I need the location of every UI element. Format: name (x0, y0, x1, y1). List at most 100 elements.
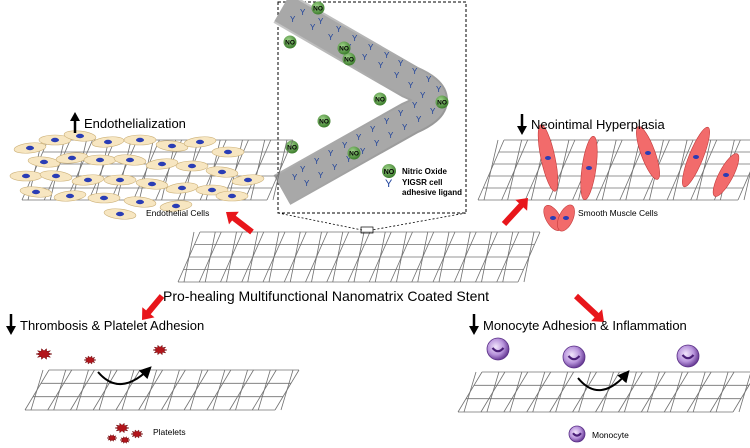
smooth-muscle-cell (712, 153, 740, 197)
endothelial-cell (13, 142, 47, 154)
central-stent-mesh (177, 231, 541, 283)
endothelial-cell (63, 130, 97, 142)
endothelial-cells (9, 130, 265, 220)
platelet (106, 434, 118, 442)
red-arrows (142, 198, 604, 322)
endothelial-cell (19, 186, 53, 198)
smooth-muscle-cells (537, 124, 740, 232)
ligand-icon: Y (314, 157, 320, 166)
endothelial-mesh (21, 139, 294, 201)
smooth-muscle-mesh (477, 139, 750, 201)
endothelialization-title: Endothelialization (84, 116, 186, 131)
svg-text:NO: NO (437, 100, 447, 107)
ligand-icon: Y (328, 33, 334, 42)
platelet-curved-arrow (97, 366, 152, 386)
ligand-icon: Y (384, 117, 390, 126)
thrombosis-title: Thrombosis & Platelet Adhesion (20, 318, 205, 333)
ligand-icon: Y (430, 107, 436, 116)
ligand-icon: Y (420, 91, 426, 100)
platelet (114, 422, 130, 434)
endothelial-cell (87, 192, 121, 204)
down-arrow-icon (517, 114, 527, 135)
monocyte-curved-arrow (577, 370, 630, 392)
ligand-icon: Y (436, 85, 442, 94)
ligand-icon: Y (408, 81, 414, 90)
endothelial-cell (103, 174, 137, 186)
main-title: Pro-healing Multifunctional Nanomatrix C… (163, 288, 490, 304)
ligand-icon: Y (318, 17, 324, 26)
endothelial-cell (215, 190, 249, 202)
down-arrow-icon (6, 314, 16, 335)
endothelial-cell (175, 160, 209, 172)
legend-no-icon: NO (382, 164, 396, 178)
svg-text:NO: NO (384, 169, 395, 176)
ligand-icon: Y (310, 23, 316, 32)
ligand-icon: Y (300, 8, 306, 17)
smooth-muscle-cells-label: Smooth Muscle Cells (578, 208, 658, 218)
ligand-icon: Y (304, 179, 310, 188)
ligand-icon: Y (318, 171, 324, 180)
platelet (83, 355, 97, 365)
endothelial-cells-label: Endothelial Cells (146, 208, 210, 218)
endothelial-cell (205, 166, 239, 178)
ligand-icon: Y (352, 34, 358, 43)
platelet (130, 429, 144, 439)
endothelial-cell (71, 174, 105, 186)
ligand-icon: Y (362, 53, 368, 62)
endothelial-cell (165, 182, 199, 194)
endothelial-cell (183, 136, 217, 148)
platelets-label: Platelets (153, 427, 186, 437)
endothelial-cell (103, 208, 137, 220)
smooth-muscle-cell (682, 126, 710, 188)
inset-zoom-box: YYYYYYYYYYYYYYYYYYYYYYYYYYYYYYYYYYYYYYYY… (273, 0, 467, 234)
ligand-icon: Y (398, 109, 404, 118)
yigsr-ligands: YYYYYYYYYYYYYYYYYYYYYYYYYYYYYYYYYYYYYYYY (290, 8, 446, 188)
svg-text:NO: NO (344, 57, 354, 64)
endothelial-cell (135, 178, 169, 190)
monocyte (676, 344, 700, 368)
ligand-icon: Y (370, 125, 376, 134)
monocyte (486, 337, 510, 361)
ligand-icon: Y (368, 43, 374, 52)
ligand-icon: Y (346, 155, 352, 164)
ligand-icon: Y (292, 173, 298, 182)
monocyte (562, 345, 586, 369)
legend-ligand-label-line1: YIGSR cell (402, 178, 442, 187)
ligand-icon: Y (378, 61, 384, 70)
ligand-icon: Y (374, 139, 380, 148)
platelet (119, 436, 131, 444)
red-arrow (142, 294, 165, 320)
endothelial-cell (9, 170, 43, 182)
smooth-muscle-cell (537, 124, 559, 192)
endothelial-cell (27, 156, 61, 168)
legend-no-label: Nitric Oxide (402, 167, 447, 176)
nitric-oxide-icon: NO (337, 41, 351, 55)
svg-text:NO: NO (285, 40, 295, 47)
red-arrow (226, 211, 254, 235)
ligand-icon: Y (342, 141, 348, 150)
endothelial-cell (38, 134, 72, 146)
monocyte-mesh (457, 371, 750, 413)
nitric-oxide-icon: NO (311, 1, 325, 15)
legend-ligand-label-line2: adhesive ligand (402, 188, 462, 197)
platelet-mesh (24, 369, 300, 411)
nitric-oxide-icon: NO (342, 52, 356, 66)
platelet (35, 348, 53, 360)
endothelial-cell (211, 146, 245, 158)
ligand-icon: Y (360, 147, 366, 156)
ligand-icon: Y (290, 15, 296, 24)
ligand-icon: Y (426, 75, 432, 84)
neointimal-title: Neointimal Hyperplasia (531, 117, 665, 132)
monocytes (486, 337, 700, 443)
endothelial-cell (231, 174, 265, 186)
ligand-icon: Y (336, 25, 342, 34)
ligand-icon: Y (412, 101, 418, 110)
ligand-icon: Y (384, 51, 390, 60)
inset-legend: NO Nitric Oxide Y YIGSR cell adhesive li… (382, 164, 462, 197)
endothelial-cell (55, 152, 89, 164)
ligand-icon: Y (356, 133, 362, 142)
svg-text:NO: NO (339, 46, 349, 53)
ligand-icon: Y (412, 67, 418, 76)
nitric-oxide-icon: NO (317, 114, 331, 128)
